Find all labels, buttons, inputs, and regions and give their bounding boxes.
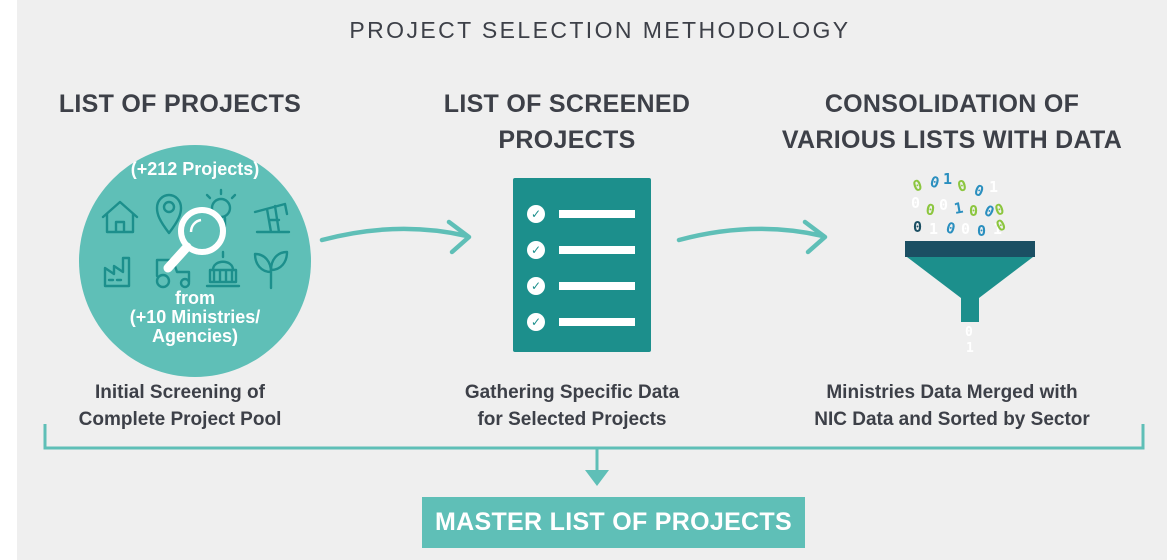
column-3-description-line-1: Ministries Data Merged with bbox=[826, 382, 1078, 403]
check-icon: ✓ bbox=[527, 241, 545, 259]
svg-text:0: 0 bbox=[944, 218, 957, 238]
magnifier-icon bbox=[163, 207, 226, 273]
column-2-heading: LIST OF SCREENED PROJECTS bbox=[397, 86, 737, 158]
column-2-description: Gathering Specific Data for Selected Pro… bbox=[407, 379, 737, 433]
column-1-description-line-2: Complete Project Pool bbox=[78, 409, 282, 430]
checklist-row: ✓ bbox=[527, 277, 637, 295]
check-icon: ✓ bbox=[527, 277, 545, 295]
column-2-heading-line-1: LIST OF SCREENED bbox=[443, 90, 691, 118]
svg-text:0: 0 bbox=[924, 200, 936, 219]
svg-text:1: 1 bbox=[989, 178, 998, 196]
column-3-heading-line-1: CONSOLIDATION OF bbox=[824, 90, 1080, 118]
svg-text:0: 0 bbox=[977, 222, 986, 240]
column-2-description-line-1: Gathering Specific Data bbox=[464, 382, 680, 403]
checklist-line bbox=[559, 282, 635, 290]
column-2-description-line-2: for Selected Projects bbox=[477, 409, 667, 430]
column-2-heading-line-2: PROJECTS bbox=[498, 126, 636, 154]
house-icon bbox=[101, 200, 139, 234]
diagram-canvas: PROJECT SELECTION METHODOLOGY LIST OF PR… bbox=[17, 0, 1167, 560]
checklist-line bbox=[559, 246, 635, 254]
checklist-line bbox=[559, 210, 635, 218]
svg-text:0: 0 bbox=[955, 176, 968, 196]
checklist-row: ✓ bbox=[527, 241, 637, 259]
svg-text:1: 1 bbox=[953, 199, 965, 218]
svg-text:0: 0 bbox=[969, 202, 978, 220]
column-3-description-line-2: NIC Data and Sorted by Sector bbox=[814, 409, 1090, 430]
column-1-heading: LIST OF PROJECTS bbox=[17, 86, 343, 122]
funnel-icon: 0 0 1 0 0 1 0 0 0 1 0 0 0 0 1 0 0 0 1 0 … bbox=[905, 170, 1035, 356]
check-icon: ✓ bbox=[527, 313, 545, 331]
oil-pump-icon bbox=[253, 202, 291, 234]
column-3-description: Ministries Data Merged with NIC Data and… bbox=[777, 379, 1127, 433]
from-label: from bbox=[175, 288, 215, 308]
svg-text:0: 0 bbox=[939, 196, 948, 214]
diagram-title: PROJECT SELECTION METHODOLOGY bbox=[349, 17, 851, 43]
checklist-row: ✓ bbox=[527, 313, 637, 331]
capitol-building-icon bbox=[205, 250, 241, 288]
column-1-description-line-1: Initial Screening of bbox=[95, 382, 265, 403]
svg-text:0: 0 bbox=[965, 325, 973, 340]
source-line-2: Agencies) bbox=[151, 326, 239, 346]
location-pin-icon bbox=[155, 193, 183, 235]
checklist-line bbox=[559, 318, 635, 326]
factory-icon bbox=[103, 256, 131, 288]
flow-arrow-1 bbox=[319, 219, 472, 255]
svg-text:1: 1 bbox=[929, 220, 938, 238]
svg-text:0: 0 bbox=[911, 194, 920, 212]
column-3-heading-line-2: VARIOUS LISTS WITH DATA bbox=[781, 126, 1123, 154]
checklist-icon: ✓ ✓ ✓ ✓ bbox=[513, 178, 651, 352]
project-count-label: (+212 Projects) bbox=[130, 159, 260, 179]
column-3-heading: CONSOLIDATION OF VARIOUS LISTS WITH DATA bbox=[747, 86, 1157, 158]
merge-bracket bbox=[43, 424, 1145, 486]
flow-arrow-2 bbox=[676, 219, 828, 255]
column-1-description: Initial Screening of Complete Project Po… bbox=[17, 379, 343, 433]
leaf-icon bbox=[253, 250, 289, 290]
master-list-box: MASTER LIST OF PROJECTS bbox=[422, 497, 805, 548]
svg-text:1: 1 bbox=[966, 341, 974, 356]
check-icon: ✓ bbox=[527, 205, 545, 223]
sector-icons bbox=[101, 188, 291, 290]
svg-text:0: 0 bbox=[961, 220, 970, 238]
column-1-heading-line-1: LIST OF PROJECTS bbox=[58, 90, 302, 118]
svg-text:0: 0 bbox=[928, 172, 941, 192]
svg-text:0: 0 bbox=[913, 218, 922, 236]
source-line-1: (+10 Ministries/ bbox=[129, 307, 261, 327]
svg-text:1: 1 bbox=[993, 220, 1002, 238]
svg-text:1: 1 bbox=[943, 170, 952, 188]
checklist-row: ✓ bbox=[527, 205, 637, 223]
